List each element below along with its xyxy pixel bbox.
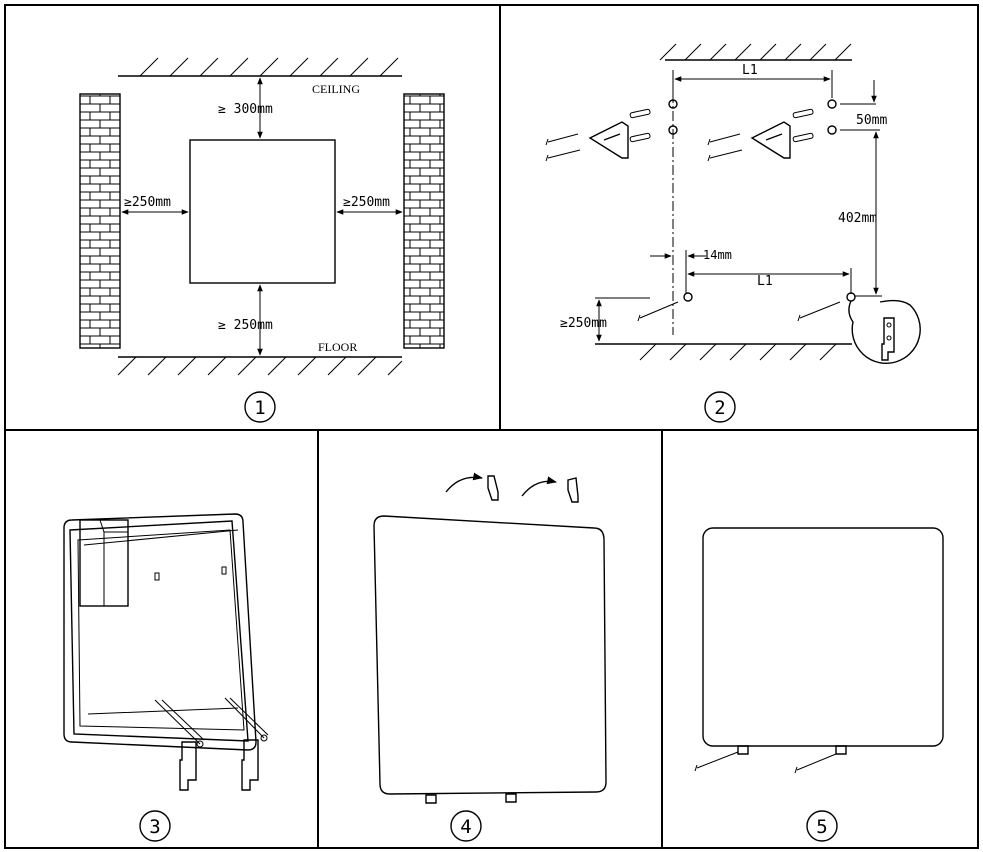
step-2-number: 2: [714, 397, 725, 419]
top-clearance-label: ≥ 300mm: [218, 102, 273, 117]
floor-hatch-2: [595, 343, 852, 361]
bottom-clearance-label: ≥ 250mm: [218, 318, 273, 333]
floor-label: FLOOR: [318, 340, 357, 354]
right-clearance-label: ≥250mm: [343, 195, 390, 210]
step-3-circle: [139, 810, 171, 842]
top-left-fixings: [545, 99, 678, 162]
ceiling-hatch-2: [659, 43, 852, 61]
ceiling-label: CEILING: [312, 82, 360, 96]
top-offset-label: 50mm: [856, 113, 887, 128]
panel-5-fix-heater: 5: [694, 527, 944, 842]
panel-frame: [4, 4, 979, 849]
panel-4-hang-heater: 4: [373, 472, 607, 842]
heater-front-4: [373, 515, 607, 795]
brackets-with-screws-3: [154, 697, 269, 791]
step-5-number: 5: [816, 816, 827, 838]
top-l1-label: L1: [742, 63, 758, 78]
step-4-circle: [450, 810, 482, 842]
floor-clearance-label: ≥250mm: [560, 316, 607, 331]
panel-3-heater-back: 3: [63, 513, 269, 842]
step-4-number: 4: [460, 816, 471, 838]
heater-front-5: [702, 527, 944, 747]
bottom-l1-label: L1: [757, 274, 773, 289]
step-5-circle: [806, 810, 838, 842]
side-offset-label: 14mm: [703, 248, 732, 262]
ceiling-hatch: [118, 57, 402, 77]
top-right-fixings: [707, 99, 837, 162]
bottom-fixings: [637, 292, 856, 322]
vertical-distance-label: 402mm: [838, 211, 877, 226]
floor-hatch: [117, 356, 403, 376]
step-2-circle: [704, 391, 736, 423]
step-1-number: 1: [254, 397, 265, 419]
panel-1-clearances: CEILING FLOOR ≥ 300mm ≥250mm ≥250mm ≥ 25…: [79, 57, 445, 423]
step-3-number: 3: [149, 816, 160, 838]
left-brick-wall: [79, 93, 121, 349]
step-1-circle: [244, 391, 276, 423]
right-brick-wall: [403, 93, 445, 349]
hook-arrows: [445, 472, 579, 503]
left-clearance-label: ≥250mm: [124, 195, 171, 210]
panel-2-wall-fixing: L1 50mm 402mm: [545, 43, 921, 423]
heater-outline: [189, 139, 336, 284]
bracket-detail-callout: [848, 299, 921, 364]
